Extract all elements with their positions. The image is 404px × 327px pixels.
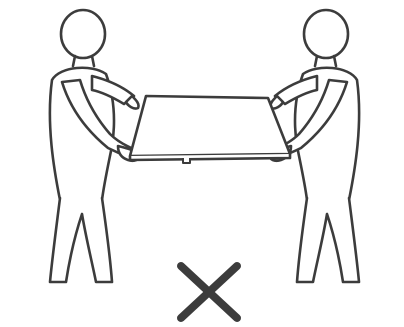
tv-panel-bottom-stub — [183, 158, 190, 163]
x-mark-icon — [181, 266, 237, 318]
left-person-head — [61, 10, 105, 58]
left-person-figure — [50, 10, 140, 282]
right-person-legs — [297, 198, 359, 282]
tv-panel — [130, 96, 290, 163]
right-person-head — [304, 10, 348, 58]
tv-panel-top-surface — [130, 96, 290, 156]
left-person-legs — [50, 198, 112, 282]
